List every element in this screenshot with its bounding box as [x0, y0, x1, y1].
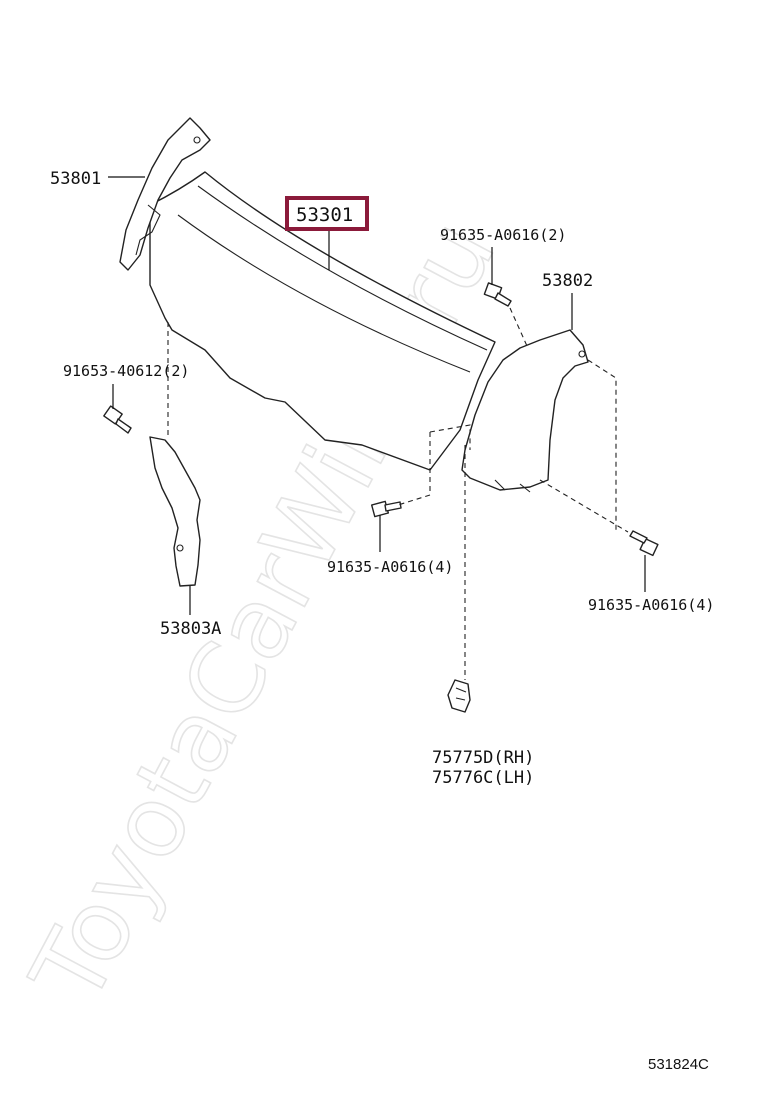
- label-clip-lh[interactable]: 75776C(LH): [432, 768, 534, 788]
- bolt-left-icon[interactable]: [103, 405, 132, 434]
- bolt-top-right-icon[interactable]: [483, 282, 512, 307]
- label-bolt-right[interactable]: 91635-A0616(4): [588, 596, 714, 614]
- diagram-code: 531824C: [648, 1056, 709, 1073]
- clip-icon[interactable]: [447, 679, 471, 713]
- hood-panel-53301[interactable]: [149, 171, 496, 471]
- label-clip-rh[interactable]: 75775D(RH): [432, 748, 534, 768]
- label-53301[interactable]: 53301: [296, 204, 353, 226]
- assembly-lines: [167, 307, 629, 680]
- label-53802[interactable]: 53802: [542, 271, 593, 291]
- label-bolt-center[interactable]: 91635-A0616(4): [327, 558, 453, 576]
- label-53801[interactable]: 53801: [50, 169, 101, 189]
- highlight-box: [285, 196, 369, 231]
- leader-lines: [108, 176, 646, 615]
- bracket-53802[interactable]: [461, 329, 589, 493]
- bolt-center-icon[interactable]: [370, 500, 402, 518]
- label-bolt-top-right[interactable]: 91635-A0616(2): [440, 226, 566, 244]
- bolt-right-icon[interactable]: [629, 530, 659, 557]
- label-bolt-left[interactable]: 91653-40612(2): [63, 362, 189, 380]
- bracket-53801[interactable]: [119, 117, 211, 271]
- bracket-53803a[interactable]: [149, 436, 201, 587]
- label-53803a[interactable]: 53803A: [160, 619, 221, 639]
